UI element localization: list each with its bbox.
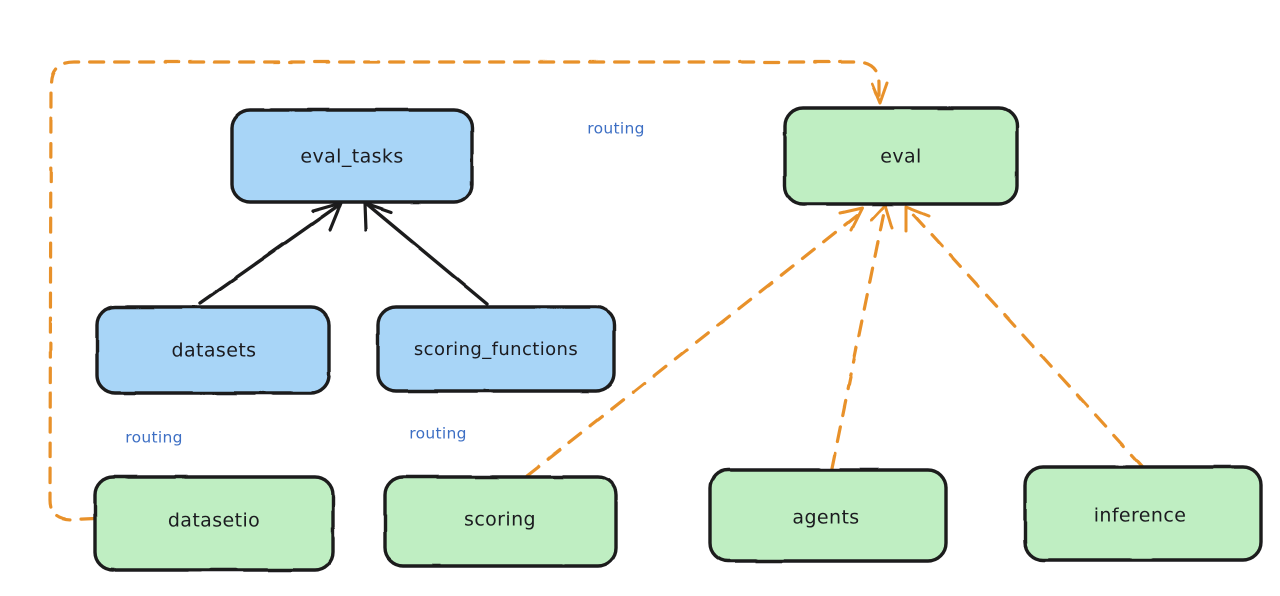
node-scoring_functions[interactable]: scoring_functions [376,305,616,393]
node-eval-label: eval [880,146,921,168]
edge-datasetio-to-eval [48,60,889,522]
node-eval-shape [783,106,1019,206]
node-inference-label: inference [1094,505,1187,527]
edge-scoring_functions-to-eval_tasks [363,201,489,306]
node-datasets-shape [95,305,331,395]
node-datasetio-label: datasetio [168,510,260,532]
edge-label-routing-scoring_functions-scoring: routing [409,425,467,443]
node-agents-label: agents [792,507,859,529]
edge-datasets-to-eval_tasks [198,201,343,305]
node-datasets[interactable]: datasets [95,305,331,395]
node-inference[interactable]: inference [1023,465,1263,562]
node-scoring_functions-label: scoring_functions [414,339,578,360]
edge-agents-to-eval [830,203,894,470]
edge-inference-to-eval [904,205,1144,468]
node-scoring_functions-shape [376,305,616,393]
node-datasets-label: datasets [172,340,257,362]
node-datasetio-shape [93,475,335,572]
node-agents-shape [708,468,948,563]
edge-label-routing-eval_tasks-eval: routing [587,120,645,138]
node-datasetio[interactable]: datasetio [93,475,335,572]
node-eval_tasks-label: eval_tasks [300,146,403,168]
node-eval[interactable]: eval [783,106,1019,206]
node-scoring-label: scoring [464,509,536,531]
edge-scoring-to-eval [525,206,864,478]
node-eval_tasks[interactable]: eval_tasks [230,108,474,204]
edge-label-routing-datasets-datasetio: routing [125,429,183,447]
node-scoring-shape [383,475,618,568]
node-agents[interactable]: agents [708,468,948,563]
node-eval_tasks-shape [230,108,474,204]
node-inference-shape [1023,465,1263,562]
node-scoring[interactable]: scoring [383,475,618,568]
